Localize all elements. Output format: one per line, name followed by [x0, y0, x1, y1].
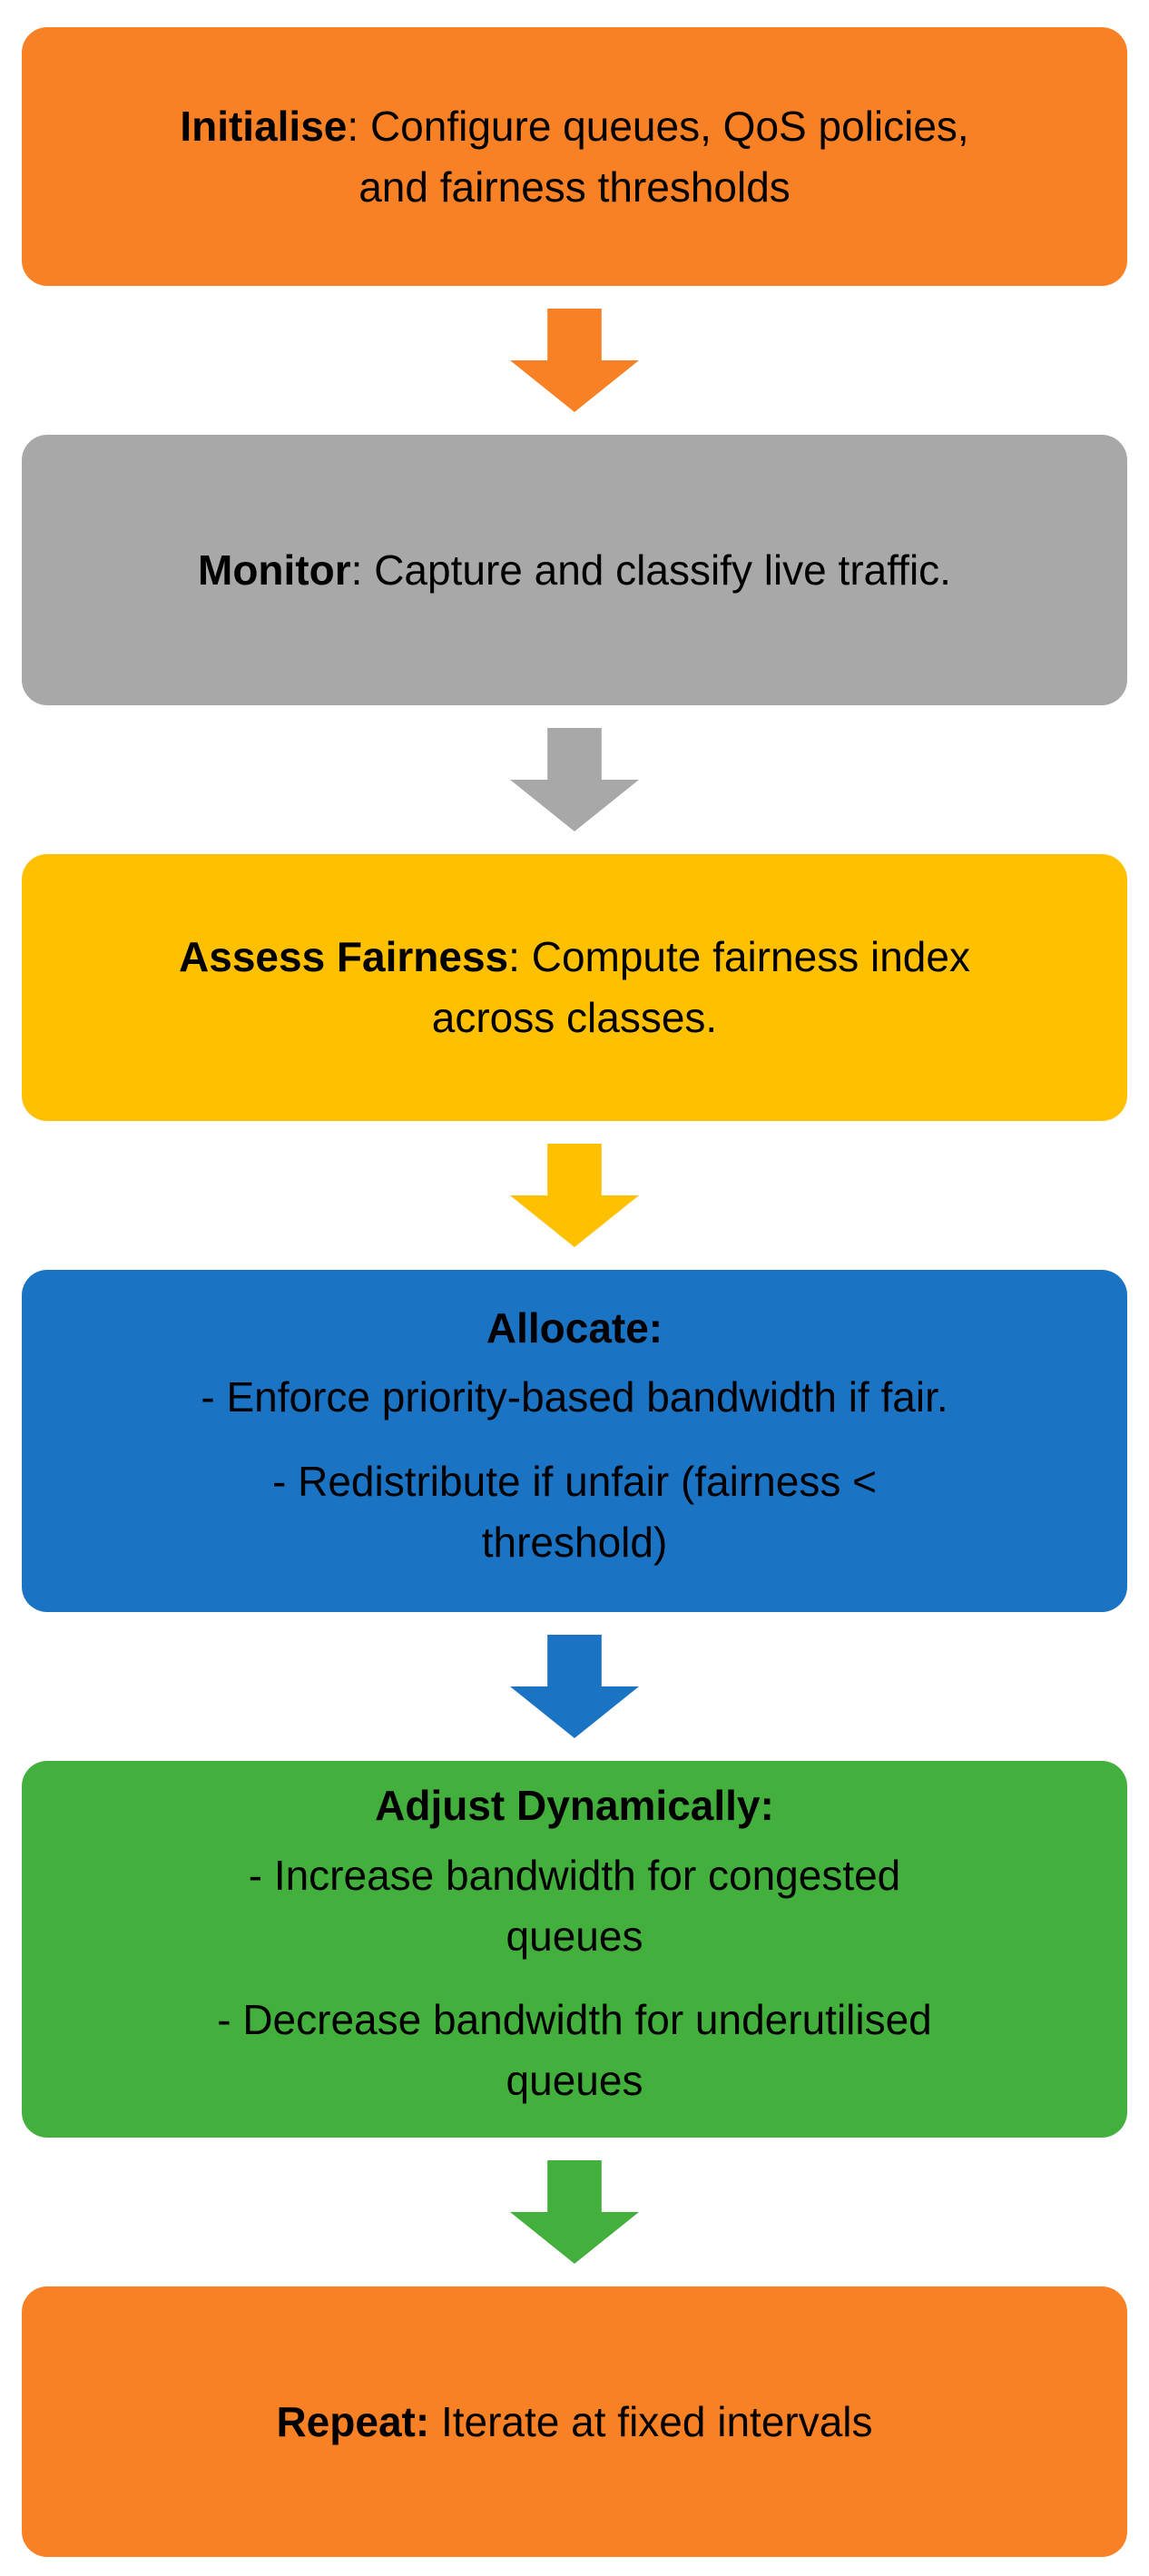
initialise-separator: :	[347, 102, 370, 150]
repeat-text: Repeat: Iterate at fixed intervals	[276, 2392, 872, 2453]
connector-gap-3	[0, 1121, 1149, 1270]
monitor-text: Monitor: Capture and classify live traff…	[198, 540, 951, 601]
connector-gap-5	[0, 2138, 1149, 2286]
allocate-heading: Allocate:	[486, 1303, 663, 1352]
assess-fairness-box: Assess Fairness: Compute fairness index …	[22, 854, 1127, 1121]
assess-fairness-heading: Assess Fairness	[179, 933, 509, 981]
adjust-dynamically-box: Adjust Dynamically: - Increase bandwidth…	[22, 1761, 1127, 2138]
initialise-text: Initialise: Configure queues, QoS polici…	[180, 96, 968, 217]
down-arrow-icon	[510, 1635, 639, 1738]
assess-fairness-separator: :	[508, 933, 532, 981]
monitor-heading: Monitor	[198, 546, 351, 594]
assess-fairness-line-1: Compute fairness index	[531, 933, 970, 981]
connector-gap-1	[0, 286, 1149, 435]
adjust-bullet-1-line-2: queues	[506, 1912, 643, 1960]
adjust-bullet-2: - Decrease bandwidth for underutilised q…	[217, 1990, 932, 2110]
allocate-box: Allocate: - Enforce priority-based bandw…	[22, 1270, 1127, 1612]
allocate-bullet-1: - Enforce priority-based bandwidth if fa…	[201, 1367, 948, 1428]
down-arrow-icon	[510, 2160, 639, 2264]
initialise-line-2: and fairness thresholds	[358, 162, 791, 211]
monitor-separator: :	[350, 546, 375, 594]
adjust-bullet-2-line-2: queues	[506, 2057, 643, 2105]
allocate-bullet-2-line-2: threshold)	[481, 1518, 668, 1566]
monitor-line-1: Capture and classify live traffic.	[374, 546, 951, 594]
allocate-bullet-2: - Redistribute if unfair (fairness < thr…	[272, 1451, 877, 1572]
connector-gap-4	[0, 1612, 1149, 1761]
repeat-heading: Repeat:	[276, 2397, 430, 2445]
adjust-bullet-1: - Increase bandwidth for congested queue…	[249, 1845, 901, 1966]
initialise-box: Initialise: Configure queues, QoS polici…	[22, 27, 1127, 286]
adjust-dynamically-heading: Adjust Dynamically:	[375, 1782, 774, 1830]
initialise-heading: Initialise	[180, 102, 348, 150]
adjust-bullet-1-line-1: - Increase bandwidth for congested	[248, 1851, 901, 1899]
allocate-bullet-2-line-1: - Redistribute if unfair (fairness <	[272, 1458, 877, 1505]
allocate-bullet-1-line-1: - Enforce priority-based bandwidth if fa…	[201, 1373, 948, 1421]
repeat-box: Repeat: Iterate at fixed intervals	[22, 2286, 1127, 2557]
repeat-line-1: Iterate at fixed intervals	[440, 2397, 873, 2445]
repeat-separator	[429, 2398, 441, 2445]
down-arrow-icon	[510, 728, 639, 831]
connector-gap-2	[0, 705, 1149, 854]
assess-fairness-line-2: across classes.	[431, 994, 718, 1041]
down-arrow-icon	[510, 309, 639, 412]
down-arrow-icon	[510, 1144, 639, 1247]
assess-fairness-text: Assess Fairness: Compute fairness index …	[179, 927, 970, 1047]
adjust-bullet-2-line-1: - Decrease bandwidth for underutilised	[217, 1996, 932, 2044]
initialise-line-1: Configure queues, QoS policies,	[369, 102, 969, 150]
monitor-box: Monitor: Capture and classify live traff…	[22, 435, 1127, 705]
